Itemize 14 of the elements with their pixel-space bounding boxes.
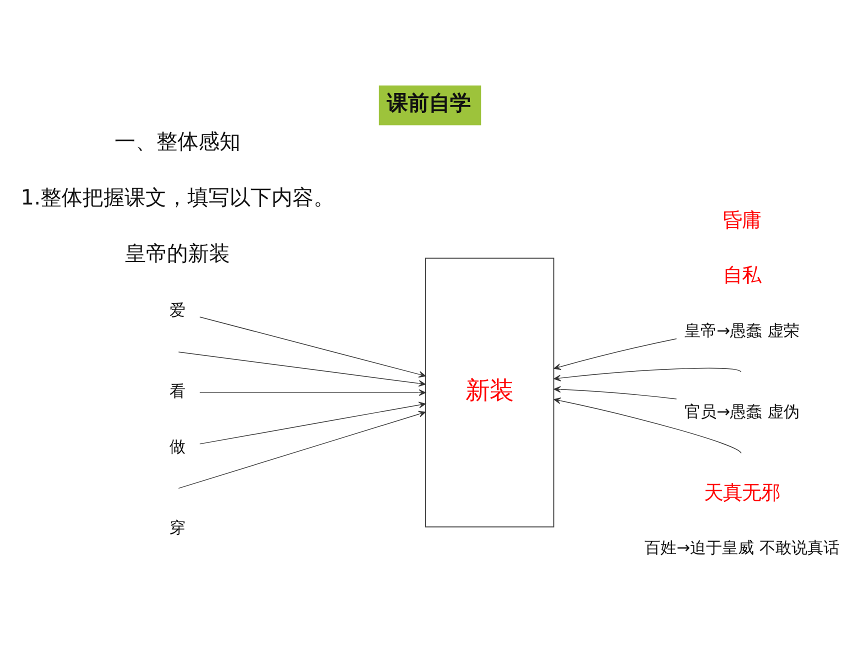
label: 自私 bbox=[722, 263, 761, 286]
diagram-title: 课前自学 bbox=[387, 90, 471, 115]
label: 穿 bbox=[170, 517, 186, 536]
label: 皇帝的新装 bbox=[125, 240, 230, 266]
node-text: 皇帝→愚蠢 虚荣 bbox=[684, 320, 800, 340]
label: 百姓→迫于皇威 不敢说真话 bbox=[644, 538, 840, 557]
node-text: 看 bbox=[170, 381, 186, 400]
label: 1.整体把握课文，填写以下内容。 bbox=[20, 184, 335, 210]
label: 一、整体感知 bbox=[114, 128, 241, 154]
node-text: 官员→愚蠢 虚伪 bbox=[684, 401, 800, 420]
label: 昏庸 bbox=[722, 208, 761, 231]
node-text: 爱 bbox=[170, 300, 186, 319]
node-text: 做 bbox=[170, 436, 186, 456]
label: 天真无邪 bbox=[704, 480, 780, 504]
